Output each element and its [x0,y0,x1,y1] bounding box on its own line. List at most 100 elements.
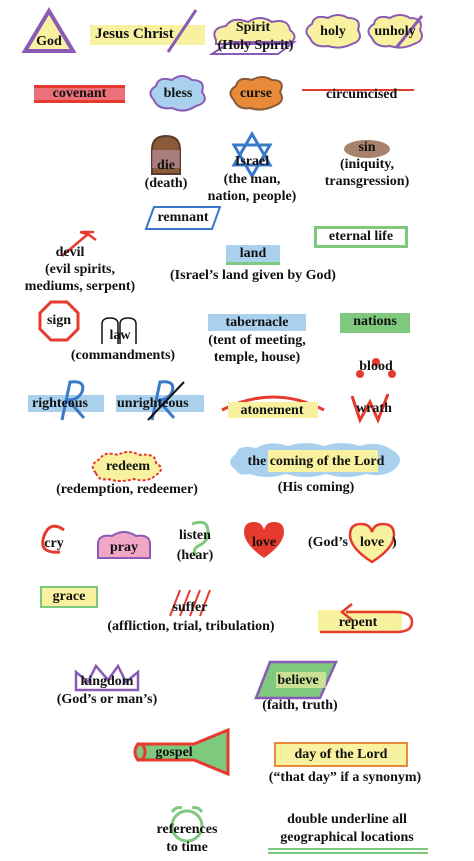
star-of-david-icon [231,131,273,179]
repent-arrow-icon [318,603,414,634]
land-sub: (Israel’s land given by God) [170,268,336,283]
nations-box [340,313,410,330]
unholy-label: unholy [374,24,416,39]
remnant-parallelogram-icon [144,206,222,230]
bless-label: bless [163,86,193,101]
bless-cloud-icon [149,75,206,112]
redeem-cloud-icon [91,451,162,482]
coming-cloud-icon [230,443,401,477]
spirit-sub: (Holy Spirit) [217,38,294,53]
god-triangle-icon [21,7,77,53]
kingdom-sub: (God’s or man’s) [56,692,158,707]
redeem-label: redeem [105,459,151,474]
listen-ear-icon [191,520,210,557]
references-label-2: to time [166,840,208,855]
coming-label: the coming of the Lord [247,454,385,469]
unholy-cloud-icon [367,14,424,49]
gods-love-heart-icon [348,522,396,564]
repent-label: repent [338,615,378,630]
cry-c-icon [41,524,65,554]
righteous-r-icon [60,380,86,421]
covenant-label: covenant [52,86,107,101]
suffer-label: suffer [172,600,208,615]
wrath-label: wrath [356,401,392,416]
coming-sub: (His coming) [277,480,355,495]
believe-book-icon [254,660,338,700]
israel-sub2: nation, people) [207,189,297,204]
sin-sub1: (iniquity, [339,157,395,172]
day-lord-label: day of the Lord [294,747,388,762]
suffer-sub: (affliction, trial, tribulation) [107,619,275,634]
listen-sub: (hear) [176,548,214,563]
jesus-slash-icon [166,9,198,53]
gods-love-word: love [359,535,385,550]
references-label-1: references [156,822,218,837]
double-underline-line-2 [268,852,428,854]
land-label: land [239,246,267,261]
covenant-inner [34,88,125,100]
suffer-slashes-icon [169,589,211,617]
gospel-megaphone-icon [133,727,230,777]
land-box [226,245,280,262]
tabernacle-box [208,314,306,331]
tabernacle-sub2: temple, house) [213,350,301,365]
atonement-arc-icon [221,395,325,418]
kingdom-label: kingdom [80,674,134,689]
tabernacle-label: tabernacle [225,315,289,330]
jesus-label: Jesus Christ [95,26,174,42]
holy-label: holy [320,24,346,39]
pray-label: pray [110,540,138,555]
double-underline-label-2: geographical locations [280,830,414,845]
tabernacle-sub1: (tent of meeting, [208,333,306,348]
grace-box [40,586,98,608]
nations-label: nations [353,314,397,329]
israel-label: Israel [234,154,270,169]
israel-sub1: (the man, [223,172,281,187]
double-underline-label-1: double underline all [287,812,407,827]
day-lord-box [274,742,408,767]
gods-love-open: (God’s [308,535,348,550]
holy-cloud-icon [305,14,361,49]
double-underline-line-1 [268,848,428,850]
listen-label: listen [179,528,211,543]
circumcised-mark-icon [302,89,414,91]
pray-shape-icon [97,531,151,559]
gods-love-close: ) [392,535,397,550]
die-sub: (death) [144,176,188,191]
believe-sub: (faith, truth) [262,698,338,713]
blood-drops-icon [356,358,396,378]
cry-label: cry [44,536,64,551]
kingdom-crown-icon [74,663,140,692]
wrath-w-icon [350,393,390,424]
devil-sub2: mediums, serpent) [24,279,136,294]
eternal-life-box [314,226,408,248]
curse-label: curse [240,86,272,101]
sign-label: sign [46,313,72,328]
devil-sub1: (evil spirits, [45,262,115,277]
sin-smudge-icon [344,140,390,158]
clock-icon [170,806,204,843]
circumcised-label: circumcised [326,87,398,102]
redeem-sub: (redemption, redeemer) [56,482,198,497]
tombstone-icon [151,134,181,175]
unrighteous-label: unrighteous [117,396,189,411]
remnant-label: remnant [157,210,209,225]
unrighteous-r-icon [147,380,185,421]
sin-label: sin [358,140,376,155]
sin-sub2: transgression) [324,174,410,189]
gospel-label: gospel [155,745,193,760]
nations-underline [340,330,410,333]
land-underline [226,262,280,265]
eternal-life-label: eternal life [328,229,394,244]
atonement-label: atonement [240,403,304,418]
devil-label: devil [55,245,85,260]
spirit-cloud-icon [208,17,297,55]
die-label: die [157,158,175,173]
law-sub: (commandments) [70,348,176,363]
curse-cloud-icon [229,76,283,111]
day-lord-sub: (“that day” if a synonym) [268,770,422,785]
blood-label: blood [359,359,393,374]
spirit-label: Spirit [235,20,271,35]
stop-sign-icon [38,300,80,342]
believe-label: believe [277,673,319,688]
